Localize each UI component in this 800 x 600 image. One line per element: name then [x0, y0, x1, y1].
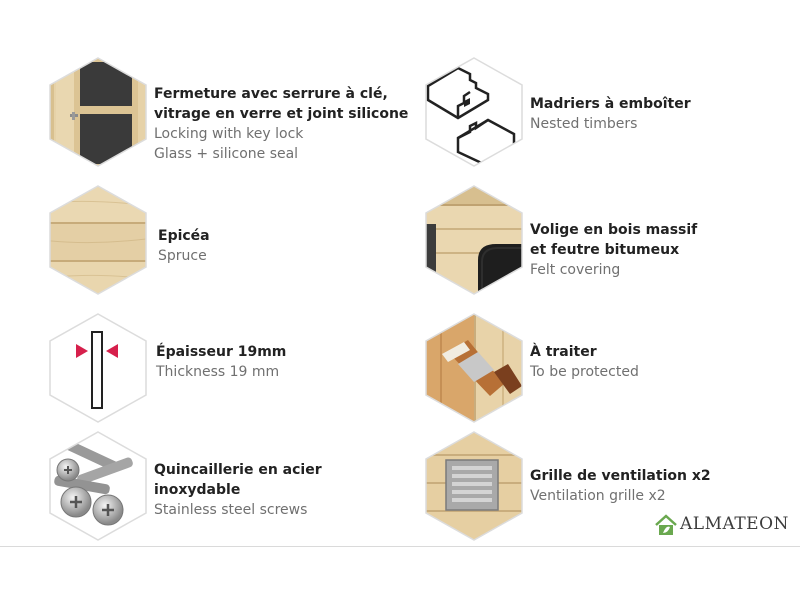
- brand-logo: ALMATEON: [654, 512, 788, 538]
- feature-subtitle-line: Nested timbers: [530, 116, 638, 132]
- feature-title-line: Grille de ventilation x2: [530, 468, 711, 484]
- feature-subtitle-line: Felt covering: [530, 262, 621, 278]
- feature-subtitle-line: Ventilation grille x2: [530, 488, 666, 504]
- feature-title-line: Épaisseur 19mm: [156, 344, 287, 360]
- spruce-wood-icon: [42, 184, 154, 296]
- feature-title-line: Quincaillerie en acier: [154, 462, 322, 478]
- nested-timbers-icon: [418, 56, 530, 168]
- brand-name: ALMATEON: [680, 514, 789, 534]
- feature-title-line: Fermeture avec serrure à clé,: [154, 86, 388, 102]
- feature-subtitle-line: Locking with key lock: [154, 126, 304, 142]
- feature-subtitle-line: Spruce: [158, 248, 207, 264]
- feature-title-line: inoxydable: [154, 482, 241, 498]
- feature-title-line: À traiter: [530, 344, 597, 360]
- felt-roof-icon: [418, 184, 530, 296]
- feature-title-line: et feutre bitumeux: [530, 242, 680, 258]
- door-lock-icon: [42, 56, 154, 168]
- divider: [0, 546, 800, 547]
- feature-subtitle-line: Stainless steel screws: [154, 502, 308, 518]
- house-leaf-icon: [655, 514, 677, 535]
- feature-subtitle-line: Glass + silicone seal: [154, 146, 299, 162]
- feature-title-line: vitrage en verre et joint silicone: [154, 106, 409, 122]
- feature-title-line: Epicéa: [158, 228, 210, 244]
- screws-icon: [42, 430, 154, 542]
- feature-title-line: Volige en bois massif: [530, 222, 698, 238]
- feature-subtitle-line: To be protected: [530, 364, 639, 380]
- feature-title-line: Madriers à emboîter: [530, 96, 691, 112]
- ventilation-grille-icon: [418, 430, 530, 542]
- paintbrush-icon: [418, 312, 530, 424]
- feature-subtitle-line: Thickness 19 mm: [156, 364, 280, 380]
- thickness-icon: [42, 312, 154, 424]
